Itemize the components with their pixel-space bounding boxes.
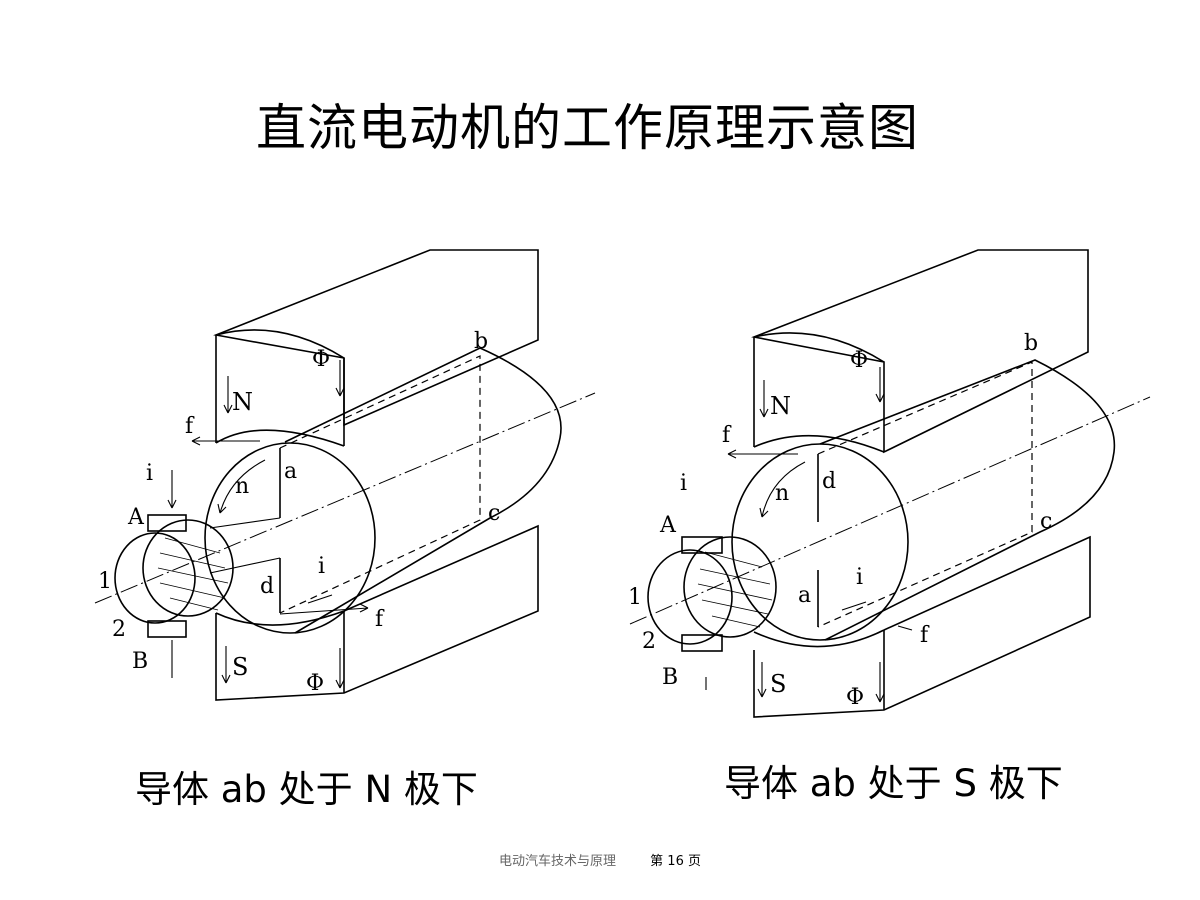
brush-a [147,514,187,532]
label-s-pole: S [232,653,248,681]
commutator-inner [142,519,234,617]
s-pole-arrow [757,662,767,698]
top-pole-bottom-arc [215,429,345,447]
current-arrow-i [307,594,333,604]
label-c: c [488,501,500,526]
current-arrow-in [167,470,177,509]
label-c: c [1040,509,1052,534]
rotation-arrow [217,459,266,514]
flux-arrow-bottom [335,648,345,689]
commutator-hatch [697,551,773,628]
caption-s-pole: 导体 ab 处于 S 极下 [724,762,1063,805]
label-a: a [798,583,811,608]
bottom-pole-outline [215,524,539,701]
label-brush-b: B [662,665,678,690]
flux-arrow-bottom [875,662,885,703]
label-n-pole: N [770,392,791,420]
label-n-rotation: n [775,481,789,506]
top-pole-front-curve [215,329,345,359]
armature-body [819,359,1116,641]
brush-b [681,634,723,652]
armature-body [284,347,562,634]
label-n-pole: N [232,388,253,416]
diagram-conductor-ab-under-n-pole: Φ N b f i a n c A 1 d i 2 f B S Φ [80,228,600,710]
label-brush-b: B [132,649,148,674]
lead-top [209,517,281,529]
label-brush-a: A [127,505,145,530]
label-f-bottom: f [920,623,930,648]
label-f-bottom: f [375,607,385,632]
label-segment-2: 2 [642,629,656,654]
lead-bottom [209,557,281,574]
label-a: a [284,459,297,484]
flux-arrow-top [875,367,885,403]
force-arrow-bottom [897,625,913,631]
diagram-conductor-ab-under-s-pole: Φ N b f i d n c A 1 a i 2 f B S Φ [620,232,1158,724]
rotation-arrow [759,461,806,518]
label-brush-a: A [659,513,677,538]
slide-title: 直流电动机的工作原理示意图 [256,99,919,157]
label-d: d [260,574,274,599]
commutator-outer [647,549,733,645]
force-arrow-top [727,449,798,459]
armature-axis [629,396,1151,625]
brush-b [147,620,187,638]
label-i-bottom: i [856,565,863,590]
n-pole-arrow [759,380,769,418]
label-b: b [474,329,488,354]
brush-a [681,536,723,554]
bottom-pole-top-arc [215,610,345,626]
motor-diagram-left: Φ N b f i a n c A 1 d i 2 f B S Φ [94,249,596,701]
top-pole-front-curve [753,332,885,363]
n-pole-arrow [223,376,233,414]
commutator-inner [683,536,777,638]
force-arrow-top [191,436,260,446]
top-pole-outline [213,249,539,427]
label-i-top: i [680,471,687,496]
footer-course-title: 电动汽车技术与原理 [499,854,617,869]
label-f-top: f [185,414,195,439]
commutator-outer [114,532,196,624]
armature-axis [94,392,596,604]
caption-n-pole: 导体 ab 处于 N 极下 [135,768,478,811]
label-segment-2: 2 [112,617,126,642]
coil-dashed [279,355,481,614]
label-d: d [822,469,836,494]
top-pole-bottom-arc [753,434,885,453]
force-arrow-bottom [279,603,369,615]
page-footer: 电动汽车技术与原理 第 16 页 [0,850,1200,869]
commutator-hatch [157,537,229,611]
label-i-bottom: i [318,554,325,579]
label-phi-top: Φ [312,347,330,372]
bottom-pole-outline [753,535,1091,718]
label-phi-bottom: Φ [306,671,324,696]
label-b: b [1024,331,1038,356]
label-segment-1: 1 [98,569,112,594]
label-f-top: f [722,423,732,448]
label-phi-bottom: Φ [846,685,864,710]
armature-front-face [731,443,909,641]
label-phi-top: Φ [850,348,868,373]
armature-front-face [204,442,376,634]
coil-dashed [817,361,1033,628]
s-pole-arrow [221,646,231,684]
footer-page-number: 第 16 页 [650,854,701,869]
bottom-pole-top-arc [753,629,885,648]
label-segment-1: 1 [628,585,642,610]
motor-diagram-right: Φ N b f i d n c A 1 a i 2 f B S Φ [628,249,1151,718]
label-s-pole: S [770,670,786,698]
label-n-rotation: n [235,474,249,499]
current-arrow-i [841,601,867,611]
flux-arrow-top [335,360,345,397]
label-i-top: i [146,461,153,486]
